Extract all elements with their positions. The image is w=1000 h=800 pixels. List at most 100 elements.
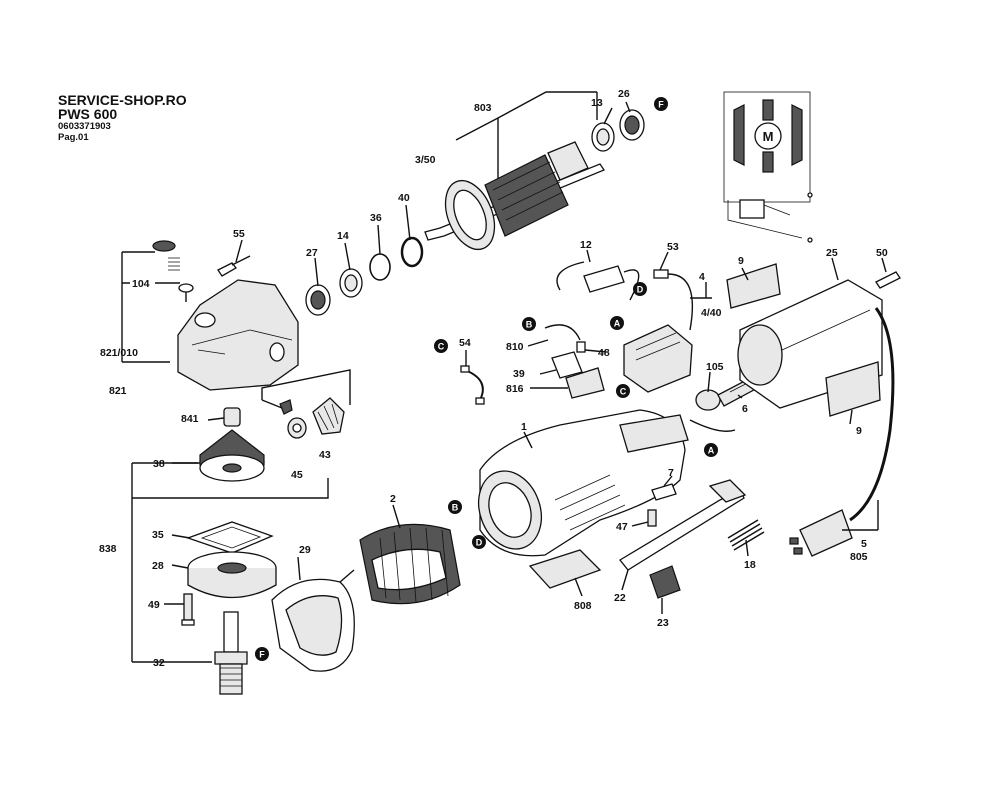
connector-d-2: D (472, 535, 486, 549)
capacitor-12 (556, 261, 640, 301)
label-47: 47 (616, 521, 628, 533)
connector-53 (653, 269, 694, 331)
connector-a-2: A (704, 443, 718, 457)
label-13: 13 (591, 97, 603, 109)
label-9-top: 9 (738, 255, 744, 267)
motor-symbol: M (763, 129, 774, 144)
label-9-bottom: 9 (856, 425, 862, 437)
svg-text:B: B (526, 320, 533, 330)
screw-47 (647, 509, 657, 527)
bearing-26 (619, 109, 645, 141)
connector-f-bottom: F (255, 647, 269, 661)
label-2: 2 (390, 493, 396, 505)
screw-49 (181, 593, 195, 626)
label-40: 40 (398, 192, 410, 204)
svg-text:B: B (452, 503, 459, 513)
ring-36 (369, 253, 391, 281)
clip-7 (651, 483, 677, 501)
leader-lines (164, 101, 887, 614)
connector-f-top: F (654, 97, 668, 111)
label-12: 12 (580, 239, 592, 251)
field-coil-2 (359, 523, 461, 605)
label-6: 6 (742, 403, 748, 415)
label-36: 36 (370, 212, 382, 224)
label-841: 841 (181, 413, 199, 425)
pinion-43 (312, 397, 345, 435)
label-105: 105 (706, 361, 724, 373)
svg-text:F: F (658, 100, 664, 110)
label-32: 32 (153, 657, 165, 669)
label-1: 1 (521, 421, 527, 433)
circlip-40 (400, 236, 424, 268)
label-5: 5 (861, 538, 867, 550)
flange-28 (187, 551, 277, 599)
svg-text:C: C (438, 342, 445, 352)
label-816: 816 (506, 383, 524, 395)
label-808 (528, 549, 602, 589)
diagram-header: SERVICE-SHOP.RO PWS 600 0603371903 Pag.0… (58, 93, 187, 143)
slide-switch-22 (619, 479, 747, 571)
label-14: 14 (337, 230, 349, 242)
spindle-32 (214, 611, 248, 695)
label-23: 23 (657, 617, 669, 629)
bearing-14 (339, 268, 363, 298)
label-29: 29 (299, 544, 311, 556)
label-803: 803 (474, 102, 492, 114)
gear-head-housing (177, 279, 299, 391)
label-9-bottom (825, 361, 881, 417)
label-4: 4 (699, 271, 705, 283)
bearing-13 (591, 122, 615, 152)
label-55: 55 (233, 228, 245, 240)
wire-810 (544, 324, 581, 341)
svg-text:C: C (620, 387, 627, 397)
screw-small (279, 399, 293, 415)
label-54: 54 (459, 337, 471, 349)
switch-knob-23 (649, 565, 681, 599)
label-821: 821 (109, 385, 127, 397)
connector-d-1: D (633, 282, 647, 296)
svg-text:A: A (708, 446, 715, 456)
bevel-gear-38 (199, 429, 265, 482)
label-25: 25 (826, 247, 838, 259)
spring-18 (727, 519, 765, 551)
screw-55 (217, 255, 251, 277)
power-cord-5 (789, 307, 895, 557)
label-821-010: 821/010 (100, 347, 138, 359)
svg-text:D: D (476, 538, 483, 548)
sleeve-841 (223, 407, 241, 427)
label-28: 28 (152, 560, 164, 572)
part-number: 0603371903 (58, 121, 111, 132)
label-48: 48 (598, 347, 610, 359)
label-810: 810 (506, 341, 524, 353)
gasket-35 (186, 521, 274, 554)
label-39: 39 (513, 368, 525, 380)
model-name: PWS 600 (58, 106, 118, 122)
connector-c-2: C (616, 384, 630, 398)
page-number: Pag.01 (58, 132, 89, 143)
part-labels: 803 13 26 3/50 40 36 14 27 55 104 821/01… (99, 88, 888, 669)
bearing-27 (305, 284, 331, 316)
screw-50 (875, 271, 901, 289)
label-43: 43 (319, 449, 331, 461)
nut-45 (287, 417, 307, 439)
svg-text:A: A (614, 319, 621, 329)
connector-c-1: C (434, 339, 448, 353)
label-805: 805 (850, 551, 868, 563)
spindle-lock-104 (152, 240, 194, 302)
label-22: 22 (614, 592, 626, 604)
label-18: 18 (744, 559, 756, 571)
label-3-50: 3/50 (415, 154, 436, 166)
label-38: 38 (153, 458, 165, 470)
label-53: 53 (667, 241, 679, 253)
label-4-40: 4/40 (701, 307, 722, 319)
label-104: 104 (132, 278, 150, 290)
svg-text:D: D (637, 285, 644, 295)
label-26: 26 (618, 88, 630, 100)
connector-b-1: B (522, 317, 536, 331)
grommet-105 (695, 389, 721, 411)
connector-a-1: A (610, 316, 624, 330)
cord-clamp (551, 341, 605, 399)
wiring-schematic (723, 91, 813, 243)
label-9-top (726, 263, 781, 309)
